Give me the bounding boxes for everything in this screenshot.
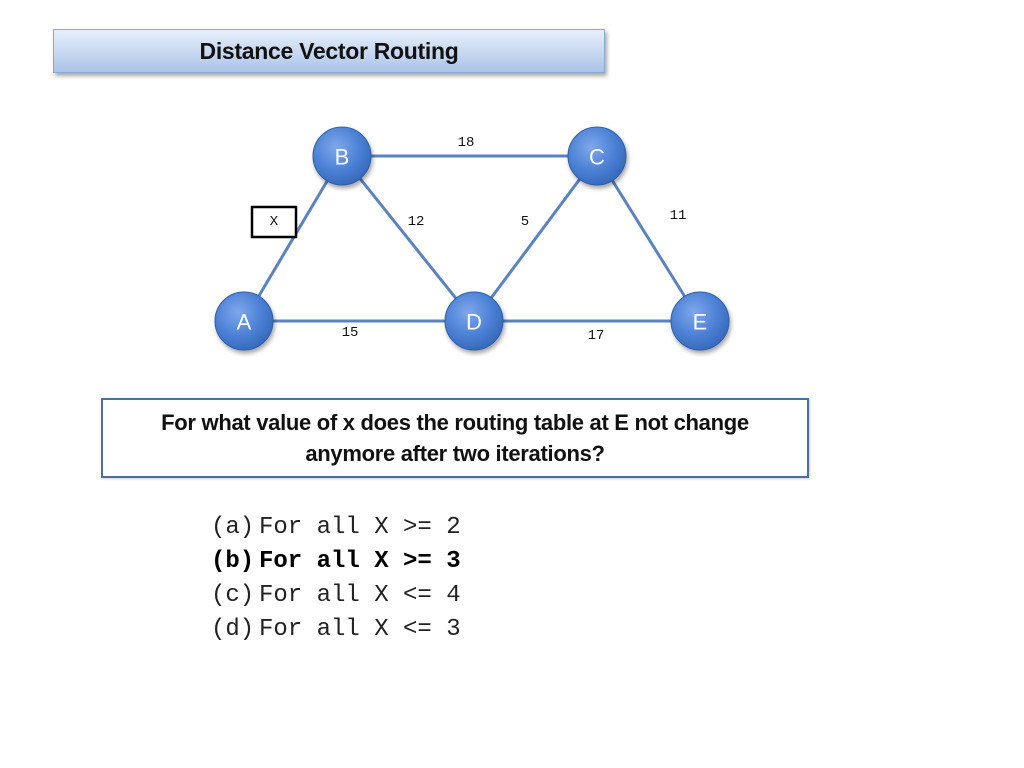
edge-c-e — [595, 155, 702, 322]
page-title: Distance Vector Routing — [199, 37, 459, 64]
option-text: For all X <= 4 — [259, 582, 461, 609]
variable-x-box — [250, 205, 298, 239]
node-label-c: C — [589, 145, 605, 170]
node-b — [312, 126, 372, 186]
option-letter: (b) — [211, 548, 255, 575]
option-b: (b) For all X >= 3 — [211, 545, 461, 579]
node-d — [444, 291, 504, 351]
edge-weight-label: 5 — [521, 214, 529, 230]
edge-a-b — [242, 155, 344, 322]
option-letter: (c) — [211, 582, 255, 609]
edge-b-d — [340, 155, 476, 322]
option-a: (a) For all X >= 2 — [211, 511, 461, 545]
edge-weight-label: 11 — [670, 208, 687, 224]
option-letter: (d) — [211, 616, 255, 643]
question-box: For what value of x does the routing tab… — [101, 398, 809, 478]
title-banner: Distance Vector Routing — [53, 29, 605, 73]
node-label-b: B — [335, 145, 350, 170]
network-graph: X 18 12 5 11 15 17 A B C D E — [214, 126, 730, 351]
option-text: For all X >= 3 — [259, 548, 461, 575]
option-letter: (a) — [211, 514, 255, 541]
node-c — [567, 126, 627, 186]
edge-c-d — [472, 155, 599, 322]
question-line-1: For what value of x does the routing tab… — [161, 410, 749, 435]
edge-weight-label: X — [270, 214, 279, 230]
answer-options: (a) For all X >= 2 (b) For all X >= 3 (c… — [211, 511, 461, 647]
node-label-e: E — [693, 310, 708, 335]
option-d: (d) For all X <= 3 — [211, 613, 461, 647]
node-label-d: D — [466, 310, 482, 335]
option-c: (c) For all X <= 4 — [211, 579, 461, 613]
edge-weight-label: 15 — [342, 325, 359, 341]
option-text: For all X >= 2 — [259, 514, 461, 541]
option-text: For all X <= 3 — [259, 616, 461, 643]
edge-weight-label: 12 — [408, 214, 425, 230]
node-label-a: A — [237, 310, 252, 335]
edge-weight-label: 18 — [458, 135, 475, 151]
edge-weight-label: 17 — [588, 328, 605, 344]
node-e — [670, 291, 730, 351]
question-line-2: anymore after two iterations? — [305, 441, 605, 466]
node-a — [214, 291, 274, 351]
